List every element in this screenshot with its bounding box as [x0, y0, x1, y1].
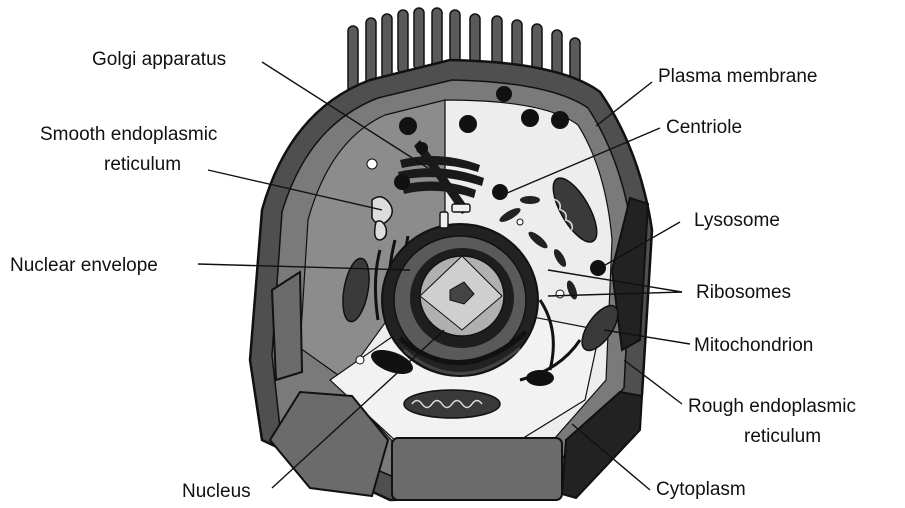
label-rough-er-line2: reticulum	[744, 426, 821, 447]
label-centriole: Centriole	[666, 117, 742, 138]
label-cytoplasm: Cytoplasm	[656, 479, 746, 500]
label-rough-er-line1: Rough endoplasmic	[688, 396, 856, 417]
nucleus	[382, 224, 538, 376]
label-nuclear-envelope: Nuclear envelope	[10, 255, 158, 276]
label-lysosome: Lysosome	[694, 210, 780, 231]
label-ribosomes: Ribosomes	[696, 282, 791, 303]
label-smooth-er-line2: reticulum	[104, 154, 181, 175]
label-smooth-er-line1: Smooth endoplasmic	[40, 124, 217, 145]
label-mitochondrion: Mitochondrion	[694, 335, 813, 356]
cell-illustration	[250, 8, 652, 500]
label-nucleus: Nucleus	[182, 481, 251, 502]
label-golgi-apparatus: Golgi apparatus	[92, 49, 226, 70]
label-plasma-membrane: Plasma membrane	[658, 66, 817, 87]
